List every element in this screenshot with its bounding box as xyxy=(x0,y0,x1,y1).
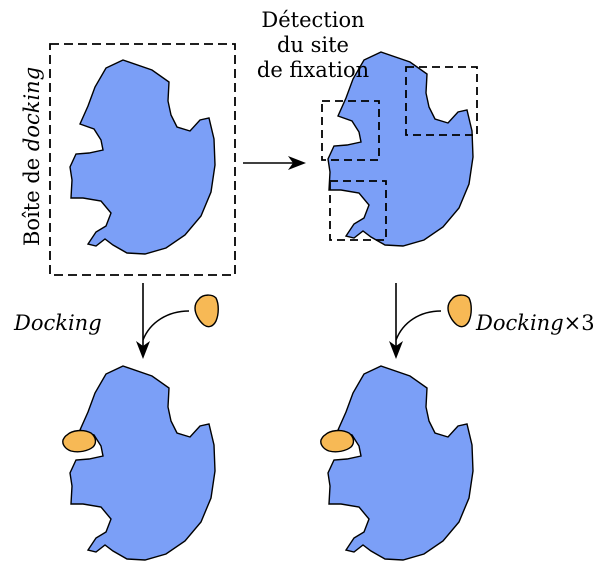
protein-top-left xyxy=(69,59,216,255)
binding-site-box-3 xyxy=(329,180,387,241)
docking-box xyxy=(49,43,236,276)
docking-step-label-left: Docking xyxy=(14,311,102,335)
ligand-right xyxy=(447,294,472,328)
ligand-left xyxy=(194,294,219,328)
protein-bottom-left xyxy=(69,365,216,561)
ligand-curve-left xyxy=(142,310,190,341)
docking-box-label-italic: docking xyxy=(20,66,44,152)
binding-site-box-1 xyxy=(321,100,380,161)
detection-label-line-1: Détection xyxy=(261,8,365,32)
binding-site-box-2 xyxy=(405,66,478,136)
docking-box-label: Boîte de docking xyxy=(20,67,45,246)
protein-bottom-right xyxy=(327,365,474,561)
bound-ligand-left xyxy=(62,429,97,453)
detection-label-line-2: du site xyxy=(276,33,349,57)
docking-step-label-right: Docking×3 xyxy=(476,311,595,336)
ligand-curve-right xyxy=(395,310,442,341)
docking-right-multiplier: ×3 xyxy=(563,311,595,335)
docking-right-italic: Docking xyxy=(476,311,564,335)
bound-ligand-right xyxy=(320,429,355,453)
binding-site-detection-label: Détection du site de fixation xyxy=(248,8,378,83)
detection-label-line-3: de fixation xyxy=(256,58,370,82)
docking-box-label-prefix: Boîte de xyxy=(20,151,44,246)
